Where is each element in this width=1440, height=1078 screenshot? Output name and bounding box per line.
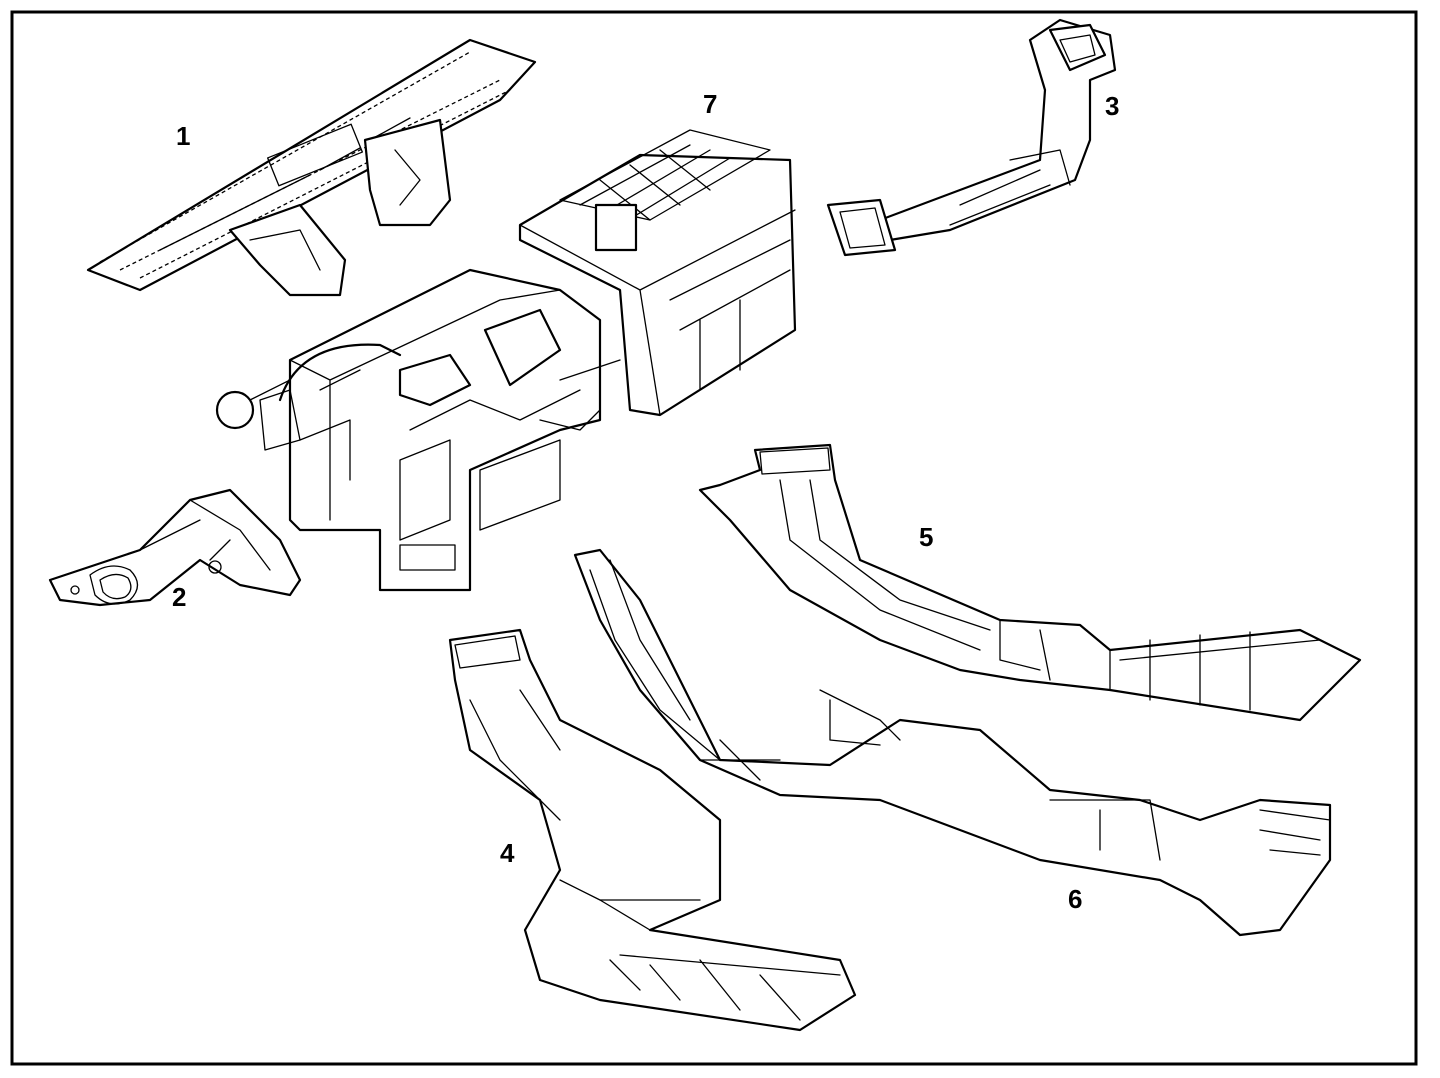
callout-1: 1 [176, 121, 190, 151]
part-1-defroster-duct [86, 38, 537, 297]
part-4-front-floor-duct [448, 628, 857, 1032]
callout-6: 6 [1068, 884, 1082, 914]
part-2-side-vent-duct [48, 488, 302, 607]
callout-5: 5 [919, 522, 933, 552]
callouts: 1 2 3 4 5 6 7 [172, 89, 1119, 914]
part-3-side-vent-duct [826, 18, 1117, 257]
part-7-hvac-unit [215, 129, 797, 592]
callout-2: 2 [172, 582, 186, 612]
callout-7: 7 [703, 89, 717, 119]
part-5-rear-floor-duct [698, 443, 1362, 722]
callout-4: 4 [500, 838, 515, 868]
diagram-border [10, 10, 1418, 1066]
part-6-rear-floor-duct [573, 548, 1332, 937]
callout-3: 3 [1105, 91, 1119, 121]
